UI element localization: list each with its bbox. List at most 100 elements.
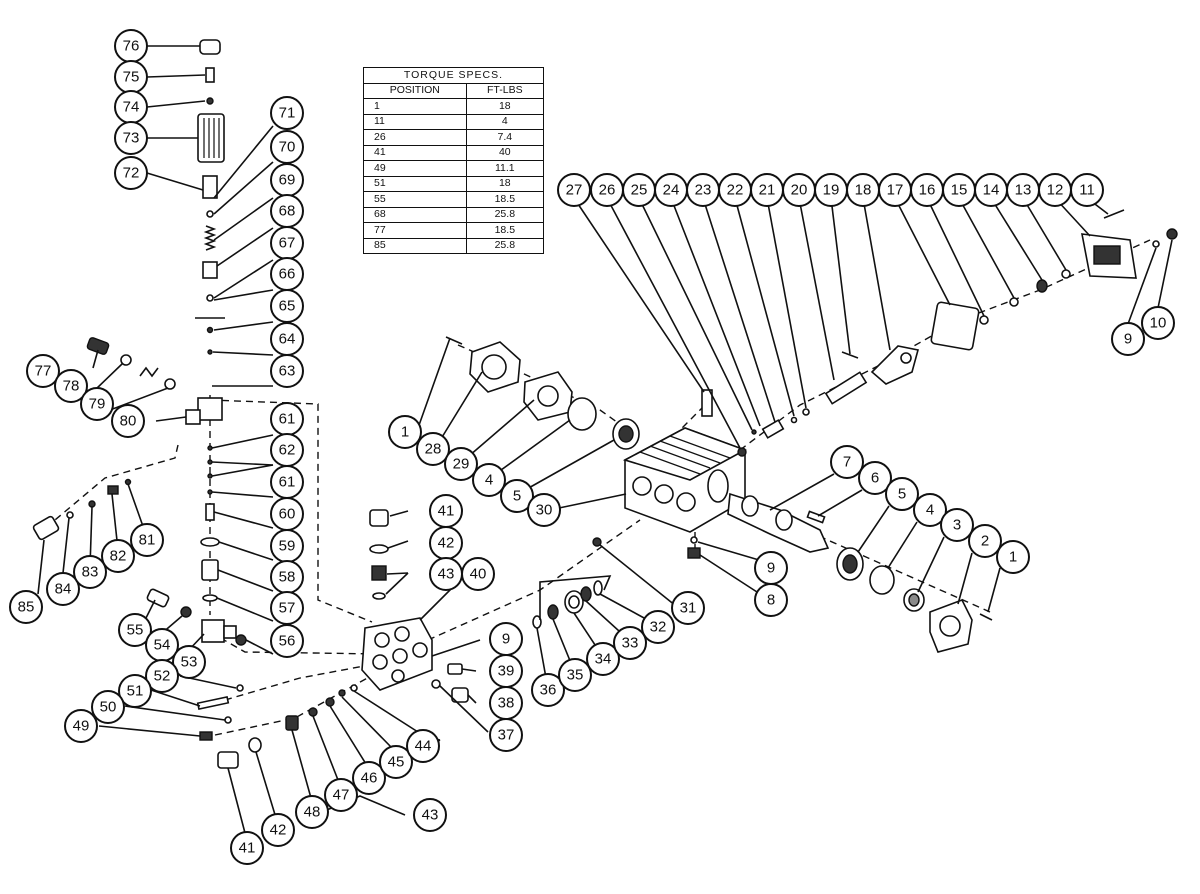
callout-58: 58 — [270, 560, 304, 594]
svg-text:80: 80 — [120, 413, 137, 430]
callout-24: 24 — [654, 173, 688, 207]
svg-text:66: 66 — [279, 266, 296, 283]
svg-text:9: 9 — [502, 631, 510, 648]
svg-text:30: 30 — [536, 502, 553, 519]
callout-38: 38 — [489, 686, 523, 720]
callout-51: 51 — [118, 674, 152, 708]
position-cell: 51 — [363, 175, 467, 192]
svg-text:6: 6 — [871, 470, 879, 487]
pin-60 — [205, 503, 215, 521]
part-46 — [325, 697, 335, 707]
seal-33 — [580, 586, 592, 602]
svg-text:73: 73 — [123, 130, 140, 147]
callout-40: 40 — [461, 557, 495, 591]
leader-lines — [37, 45, 1173, 834]
callout-32: 32 — [641, 610, 675, 644]
svg-text:22: 22 — [727, 182, 744, 199]
svg-text:62: 62 — [279, 442, 296, 459]
svg-text:8: 8 — [767, 592, 775, 609]
svg-text:46: 46 — [361, 770, 378, 787]
oring-70 — [206, 210, 214, 218]
callout-7: 7 — [830, 445, 864, 479]
callout-85: 85 — [9, 590, 43, 624]
callout-42-bottom: 42 — [261, 813, 295, 847]
callout-1-left: 1 — [388, 415, 422, 449]
callout-80: 80 — [111, 404, 145, 438]
svg-text:43: 43 — [422, 807, 439, 824]
bolt-11 — [1103, 209, 1125, 219]
clip-21 — [802, 408, 810, 416]
callout-52: 52 — [145, 659, 179, 693]
callout-5-right: 5 — [885, 477, 919, 511]
torque-cell: 25.8 — [465, 206, 545, 223]
callout-31: 31 — [671, 591, 705, 625]
spring-69 — [203, 225, 217, 251]
dipstick-27 — [701, 389, 713, 417]
ball-64 — [206, 326, 214, 334]
callout-61: 61 — [270, 402, 304, 436]
callout-10: 10 — [1141, 306, 1175, 340]
svg-text:10: 10 — [1150, 315, 1167, 332]
callout-39: 39 — [489, 654, 523, 688]
washer-9b — [1152, 240, 1160, 248]
callout-2: 2 — [968, 524, 1002, 558]
svg-text:61: 61 — [279, 474, 296, 491]
oring-42a — [369, 544, 389, 554]
callout-76: 76 — [114, 29, 148, 63]
callout-20: 20 — [782, 173, 816, 207]
svg-text:82: 82 — [110, 548, 127, 565]
fitting-85 — [32, 515, 60, 541]
oring-74 — [206, 97, 214, 105]
callout-46: 46 — [352, 761, 386, 795]
svg-text:77: 77 — [35, 363, 52, 380]
oring-57 — [202, 594, 218, 602]
oring-32 — [593, 580, 603, 596]
callout-6: 6 — [858, 461, 892, 495]
callout-26: 26 — [590, 173, 624, 207]
callout-16: 16 — [910, 173, 944, 207]
ball-61b — [207, 489, 213, 495]
svg-text:39: 39 — [498, 663, 515, 680]
elbow-53 — [201, 619, 237, 643]
svg-text:84: 84 — [55, 581, 72, 598]
svg-text:54: 54 — [154, 637, 171, 654]
callout-71: 71 — [270, 96, 304, 130]
callout-64: 64 — [270, 322, 304, 356]
svg-text:85: 85 — [18, 599, 35, 616]
callout-49: 49 — [64, 709, 98, 743]
svg-text:17: 17 — [887, 182, 904, 199]
svg-text:25: 25 — [631, 182, 648, 199]
svg-text:26: 26 — [599, 182, 616, 199]
position-cell: 1 — [363, 98, 467, 115]
svg-text:65: 65 — [279, 298, 296, 315]
ball-83 — [88, 500, 96, 508]
callout-9-cover: 9 — [1111, 322, 1145, 356]
callout-43-top: 43 — [429, 557, 463, 591]
filter-sleeve — [197, 113, 225, 163]
svg-text:12: 12 — [1047, 182, 1064, 199]
svg-text:18: 18 — [855, 182, 872, 199]
torque-cell: 25.8 — [465, 237, 545, 254]
bolt-1a — [445, 336, 463, 345]
callout-23: 23 — [686, 173, 720, 207]
callout-68: 68 — [270, 194, 304, 228]
oring-37 — [431, 679, 441, 689]
screw-75 — [205, 67, 215, 83]
seal-3 — [903, 588, 925, 612]
svg-text:4: 4 — [926, 502, 934, 519]
position-cell: 77 — [363, 222, 467, 239]
plug-8 — [687, 547, 701, 559]
flange-28 — [469, 341, 521, 393]
callout-19: 19 — [814, 173, 848, 207]
svg-text:52: 52 — [154, 668, 171, 685]
oring-26 — [737, 447, 747, 457]
callout-21: 21 — [750, 173, 784, 207]
callout-44: 44 — [406, 729, 440, 763]
callout-54: 54 — [145, 628, 179, 662]
callout-25: 25 — [622, 173, 656, 207]
callout-82: 82 — [101, 539, 135, 573]
callout-56: 56 — [270, 624, 304, 658]
oring-42b — [248, 737, 262, 753]
